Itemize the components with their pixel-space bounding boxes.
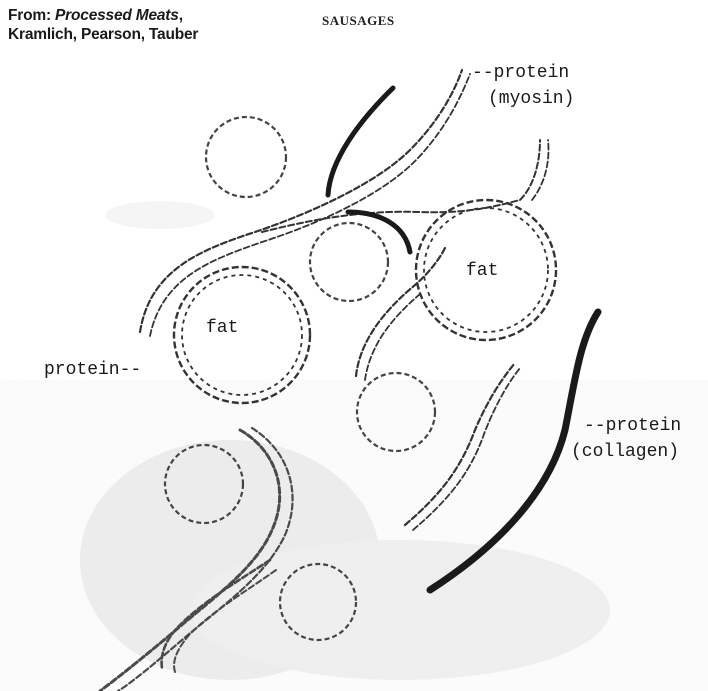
droplet-top-left bbox=[206, 117, 286, 197]
large-fat-globules bbox=[174, 200, 556, 403]
source-citation: From: Processed Meats, Kramlich, Pearson… bbox=[8, 6, 198, 44]
source-comma: , bbox=[179, 7, 183, 24]
label-protein-left: protein-- bbox=[44, 359, 141, 381]
label-fat-left: fat bbox=[206, 317, 238, 339]
source-authors: Kramlich, Pearson, Tauber bbox=[8, 25, 198, 44]
myosin-strand-main bbox=[140, 70, 462, 332]
label-collagen: (collagen) bbox=[571, 441, 679, 463]
myosin-strand-upper bbox=[262, 140, 540, 232]
source-prefix: From: bbox=[8, 7, 55, 24]
label-protein-collagen: --protein bbox=[584, 415, 681, 437]
diagram-title: SAUSAGES bbox=[322, 13, 395, 29]
label-fat-right: fat bbox=[466, 260, 498, 282]
collagen-strand-top-b bbox=[348, 212, 410, 252]
label-protein-myosin: --protein bbox=[472, 62, 569, 84]
source-book-title: Processed Meats bbox=[55, 7, 179, 24]
collagen-strand-top-a bbox=[328, 88, 393, 195]
label-myosin: (myosin) bbox=[488, 88, 574, 110]
droplet-center bbox=[310, 223, 388, 301]
